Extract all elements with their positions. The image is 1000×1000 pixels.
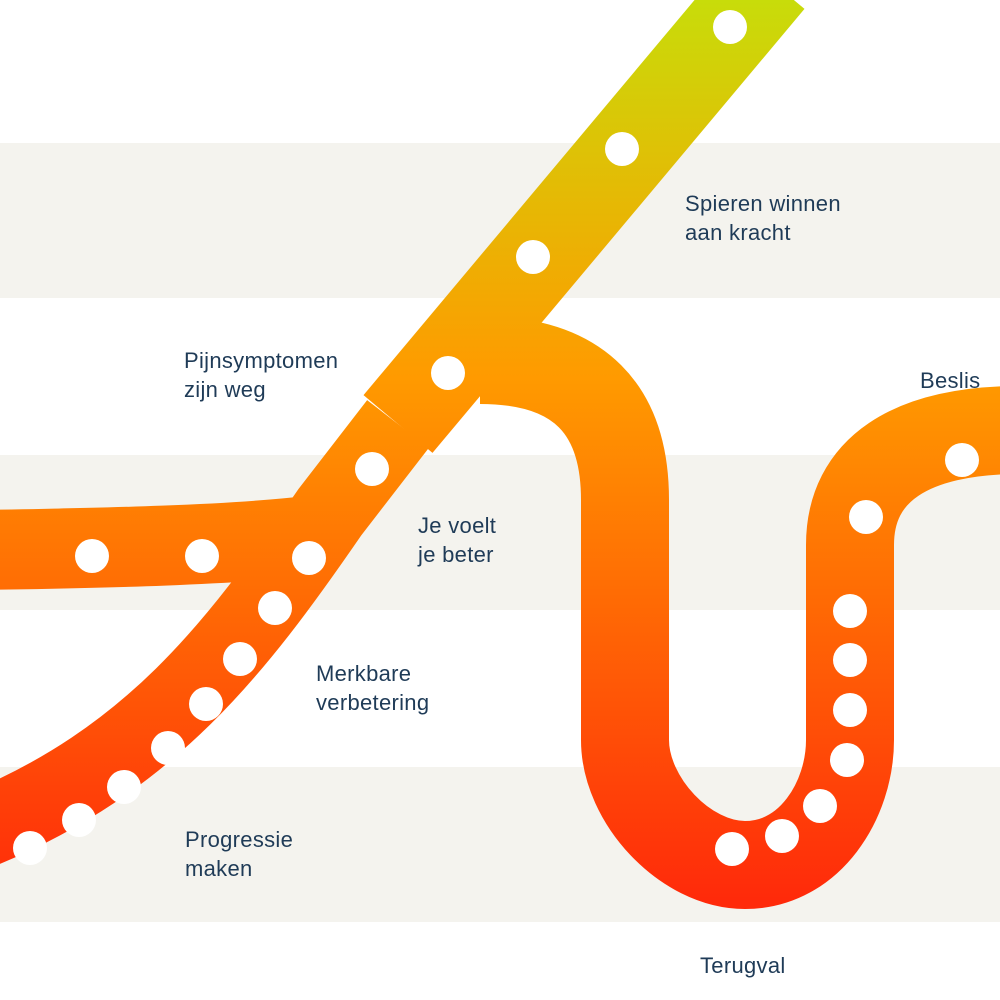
path-dot	[765, 819, 799, 853]
left-branch-road	[0, 496, 313, 590]
path-dot	[62, 803, 96, 837]
label-merkbare-verbetering: Merkbare verbetering	[316, 659, 429, 717]
path-dot	[75, 539, 109, 573]
label-beslis: Beslis	[920, 366, 981, 395]
label-progressie-maken: Progressie maken	[185, 825, 293, 883]
path-dot	[849, 500, 883, 534]
path-dot	[107, 770, 141, 804]
path-dot	[292, 541, 326, 575]
path-dot	[516, 240, 550, 274]
label-spieren-winnen: Spieren winnen aan kracht	[685, 189, 841, 247]
label-pijnsymptomen: Pijnsymptomen zijn weg	[184, 346, 338, 404]
label-line: maken	[185, 856, 253, 881]
label-line: verbetering	[316, 690, 430, 715]
path-dot	[189, 687, 223, 721]
path-dot	[713, 10, 747, 44]
path-dot	[355, 452, 389, 486]
path-dot	[185, 539, 219, 573]
label-line: Je voelt	[418, 513, 497, 538]
label-line: Spieren winnen	[685, 191, 841, 216]
relapse-curve-road	[478, 316, 1000, 910]
label-line: Beslis	[920, 368, 981, 393]
label-line: Terugval	[700, 953, 786, 978]
label-line: Pijnsymptomen	[184, 348, 339, 373]
lower-branch-road	[0, 400, 429, 864]
path-dot	[803, 789, 837, 823]
label-je-voelt: Je voelt je beter	[418, 511, 496, 569]
path-dot	[833, 594, 867, 628]
path-dot	[13, 831, 47, 865]
label-line: Merkbare	[316, 661, 412, 686]
path-dot	[605, 132, 639, 166]
path-dot	[945, 443, 979, 477]
label-line: je beter	[418, 542, 494, 567]
main-road-upper	[363, 0, 805, 453]
path-dot	[258, 591, 292, 625]
path-dot	[431, 356, 465, 390]
label-terugval: Terugval	[700, 951, 786, 980]
path-dots	[13, 10, 979, 866]
path-dot	[151, 731, 185, 765]
path-dot	[830, 743, 864, 777]
path-dot	[223, 642, 257, 676]
label-line: Progressie	[185, 827, 294, 852]
label-line: zijn weg	[184, 377, 266, 402]
path-dot	[833, 643, 867, 677]
label-line: aan kracht	[685, 220, 791, 245]
path-dot	[715, 832, 749, 866]
path-dot	[833, 693, 867, 727]
